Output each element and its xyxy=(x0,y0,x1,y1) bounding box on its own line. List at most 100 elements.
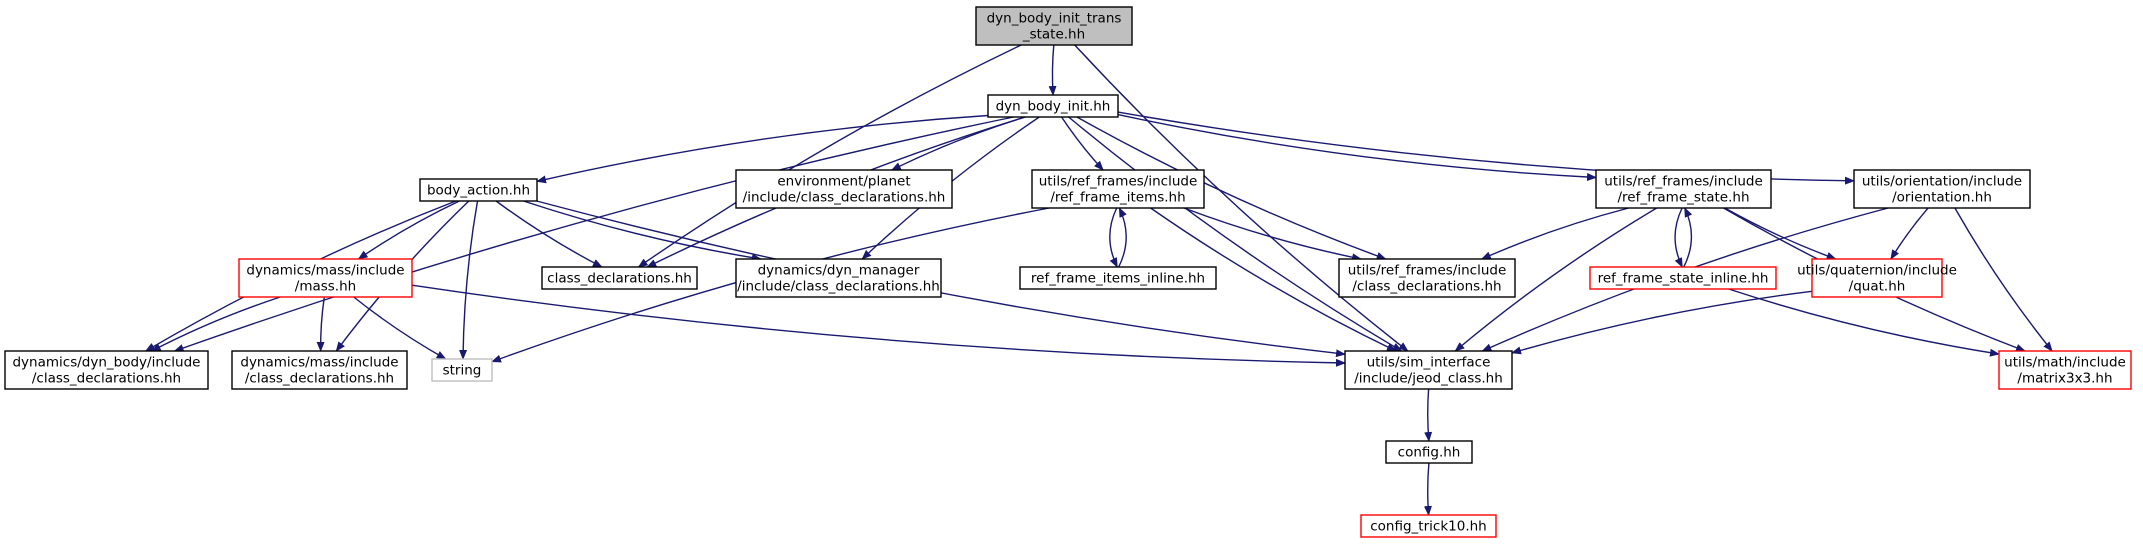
edge-ref_frame_state-to-ref_frames_cd xyxy=(1480,207,1629,260)
node-label-line: string xyxy=(443,363,482,379)
node-box xyxy=(419,178,538,202)
node-label-line: /matrix3x3.hh xyxy=(2017,371,2112,387)
node-label-line: /class_declarations.hh xyxy=(245,371,394,387)
nodes-layer: dyn_body_init_trans_state.hhdyn_body_ini… xyxy=(4,6,2132,538)
node-string[interactable]: string xyxy=(431,358,493,382)
edge-orientation-to-quat xyxy=(1890,207,1929,260)
node-label-line: /class_declarations.hh xyxy=(32,371,181,387)
edge-root-to-jeod_class xyxy=(1074,44,1409,352)
node-ref-frames-cd[interactable]: utils/ref_frames/include/class_declarati… xyxy=(1338,258,1516,298)
edge-ref_frame_items-to-ref_frame_items_inline xyxy=(1109,207,1118,268)
node-label-line: /ref_frame_state.hh xyxy=(1618,190,1750,206)
edge-root-to-class_decl xyxy=(637,44,1022,268)
edge-ref_frame_items_inline-to-ref_frame_items xyxy=(1118,207,1127,268)
node-box xyxy=(231,350,408,390)
node-label-line: ref_frame_state_inline.hh xyxy=(1598,271,1769,287)
edge-mass-to-jeod_class xyxy=(411,284,1346,367)
node-label-line: /class_declarations.hh xyxy=(1352,279,1501,295)
node-label-line: dynamics/dyn_manager xyxy=(758,263,920,279)
node-class-decl[interactable]: class_declarations.hh xyxy=(541,266,698,290)
node-label-line: /include/class_declarations.hh xyxy=(743,190,946,206)
node-label-line: utils/ref_frames/include xyxy=(1604,174,1763,190)
node-label-line: /ref_frame_items.hh xyxy=(1050,190,1185,206)
node-label-line: utils/ref_frames/include xyxy=(1348,263,1507,279)
node-label-line: /include/jeod_class.hh xyxy=(1354,371,1503,387)
edge-mass-to-mass_cd xyxy=(316,296,325,352)
node-label-line: /quat.hh xyxy=(1849,279,1906,295)
node-label-line: /include/class_declarations.hh xyxy=(737,279,940,295)
node-dyn-body-cd[interactable]: dynamics/dyn_body/include/class_declarat… xyxy=(4,350,209,390)
node-label-line: dyn_body_init_trans xyxy=(987,11,1122,27)
node-ref-frame-items-inline[interactable]: ref_frame_items_inline.hh xyxy=(1019,266,1217,290)
edge-dyn_body_init-to-env_planet_cd xyxy=(890,116,1026,171)
node-box xyxy=(4,350,209,390)
node-label-line: utils/math/include xyxy=(2004,355,2126,371)
node-quat[interactable]: utils/quaternion/include/quat.hh xyxy=(1797,258,1957,298)
node-env-planet-cd[interactable]: environment/planet/include/class_declara… xyxy=(735,169,953,209)
node-label-line: /orientation.hh xyxy=(1892,190,1992,206)
node-label-line: class_declarations.hh xyxy=(547,271,692,287)
node-orientation[interactable]: utils/orientation/include/orientation.hh xyxy=(1853,169,2031,209)
edge-ref_frame_items-to-jeod_class xyxy=(1150,207,1397,352)
node-label-line: dynamics/dyn_body/include xyxy=(12,355,200,371)
node-box xyxy=(1338,258,1516,298)
node-label-line: dynamics/mass/include xyxy=(240,355,398,371)
node-box xyxy=(1589,266,1777,290)
edge-ref_frame_state-to-ref_frame_state_inline xyxy=(1674,207,1683,268)
edge-ref_frame_state_inline-to-ref_frame_state xyxy=(1683,207,1693,268)
edge-quat-to-jeod_class xyxy=(1511,290,1813,355)
edge-config-to-config_trick10 xyxy=(1423,462,1432,516)
edge-mass-to-string xyxy=(353,296,447,360)
edge-ref_frame_state-to-jeod_class xyxy=(1454,207,1658,352)
node-box xyxy=(1385,440,1473,464)
node-label-line: utils/quaternion/include xyxy=(1797,263,1957,279)
node-label-line: utils/orientation/include xyxy=(1862,174,2022,190)
node-label-line: dynamics/mass/include xyxy=(246,263,404,279)
node-ref-frame-state-inline[interactable]: ref_frame_state_inline.hh xyxy=(1589,266,1777,290)
node-config-trick10[interactable]: config_trick10.hh xyxy=(1360,514,1497,538)
node-body-action[interactable]: body_action.hh xyxy=(419,178,538,202)
node-box xyxy=(987,94,1119,118)
node-label-line: _state.hh xyxy=(1022,27,1085,43)
node-label-line: body_action.hh xyxy=(427,183,530,199)
node-label-line: ref_frame_items_inline.hh xyxy=(1031,271,1205,287)
node-ref-frame-items[interactable]: utils/ref_frames/include/ref_frame_items… xyxy=(1031,169,1205,209)
edge-mass-to-dyn_body_cd xyxy=(150,296,281,352)
node-box xyxy=(1595,169,1772,209)
node-ref-frame-state[interactable]: utils/ref_frames/include/ref_frame_state… xyxy=(1595,169,1772,209)
node-box xyxy=(735,169,953,209)
edge-root-to-dyn_body_init xyxy=(1048,44,1057,96)
node-label-line: utils/sim_interface xyxy=(1367,355,1491,371)
node-dyn-body-init[interactable]: dyn_body_init.hh xyxy=(987,94,1119,118)
edge-body_action-to-class_decl xyxy=(495,200,603,268)
node-box xyxy=(1344,350,1513,390)
node-box xyxy=(1360,514,1497,538)
edge-dyn_body_init-to-ref_frames_cd xyxy=(1076,116,1387,260)
node-box xyxy=(1031,169,1205,209)
node-mass-cd[interactable]: dynamics/mass/include/class_declarations… xyxy=(231,350,408,390)
edge-dyn_body_init-to-dyn_body_cd xyxy=(173,116,1014,352)
edge-dyn_body_init-to-jeod_class xyxy=(1068,116,1403,352)
node-box xyxy=(238,258,413,298)
node-box xyxy=(1811,258,1943,298)
edge-dyn_body_init-to-body_action xyxy=(536,114,989,184)
node-box xyxy=(735,258,942,298)
node-box xyxy=(431,358,493,382)
node-label-line: utils/ref_frames/include xyxy=(1039,174,1198,190)
edge-body_action-to-dyn_manager_cd xyxy=(523,200,762,262)
node-label-line: environment/planet xyxy=(777,174,910,190)
node-dyn-manager-cd[interactable]: dynamics/dyn_manager/include/class_decla… xyxy=(735,258,942,298)
node-box xyxy=(1998,350,2132,390)
node-jeod-class[interactable]: utils/sim_interface/include/jeod_class.h… xyxy=(1344,350,1513,390)
node-root[interactable]: dyn_body_init_trans_state.hh xyxy=(975,6,1133,46)
edge-dyn_body_init-to-ref_frame_items xyxy=(1061,116,1104,171)
node-box xyxy=(975,6,1133,46)
node-box xyxy=(1019,266,1217,290)
node-label-line: config.hh xyxy=(1398,445,1461,461)
node-config[interactable]: config.hh xyxy=(1385,440,1473,464)
edge-jeod_class-to-config xyxy=(1424,388,1433,442)
node-matrix3x3[interactable]: utils/math/include/matrix3x3.hh xyxy=(1998,350,2132,390)
node-mass[interactable]: dynamics/mass/include/mass.hh xyxy=(238,258,413,298)
edge-ref_frame_state-to-quat xyxy=(1724,207,1837,260)
